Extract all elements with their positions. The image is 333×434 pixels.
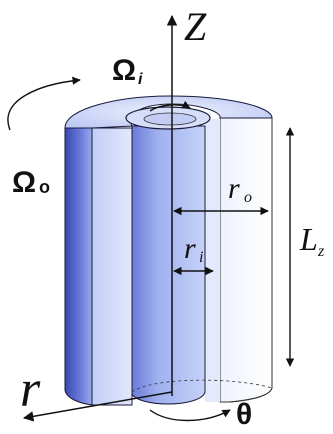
length-label: L [299, 221, 318, 257]
omega-inner-subscript: i [138, 71, 143, 88]
theta-arrow [149, 409, 231, 422]
fluid-region-mid [205, 118, 220, 402]
bottom-edge-front [229, 387, 273, 403]
length-subscript: z [317, 243, 325, 260]
omega-outer-label: Ω [12, 166, 36, 199]
r-axis-label: r [20, 361, 41, 418]
r-outer-label: r [228, 172, 240, 205]
omega-outer-subscript: o [39, 177, 50, 197]
annulus-cut-face [91, 127, 133, 406]
top-cap-annulus [64, 95, 273, 129]
r-inner-label: r [184, 232, 196, 265]
outer-cylinder [64, 117, 273, 406]
z-axis-label: Z [184, 4, 207, 49]
r-outer-subscript: o [244, 189, 252, 206]
fluid-region-right [219, 117, 273, 403]
inner-cylinder-body [131, 125, 206, 405]
top-cap [64, 95, 273, 130]
inner-cylinder-top-hole [143, 112, 197, 126]
outer-cylinder-left-wall [64, 127, 93, 406]
bottom-edge-back [131, 379, 273, 393]
inner-cylinder [131, 125, 206, 405]
r-axis-line [22, 391, 173, 422]
theta-axis-label: θ [236, 398, 252, 431]
omega-inner-label: Ω [112, 54, 136, 87]
omega-inner-arrow [149, 100, 191, 112]
r-inner-subscript: i [199, 249, 203, 266]
omega-outer-arrow [7, 76, 81, 131]
